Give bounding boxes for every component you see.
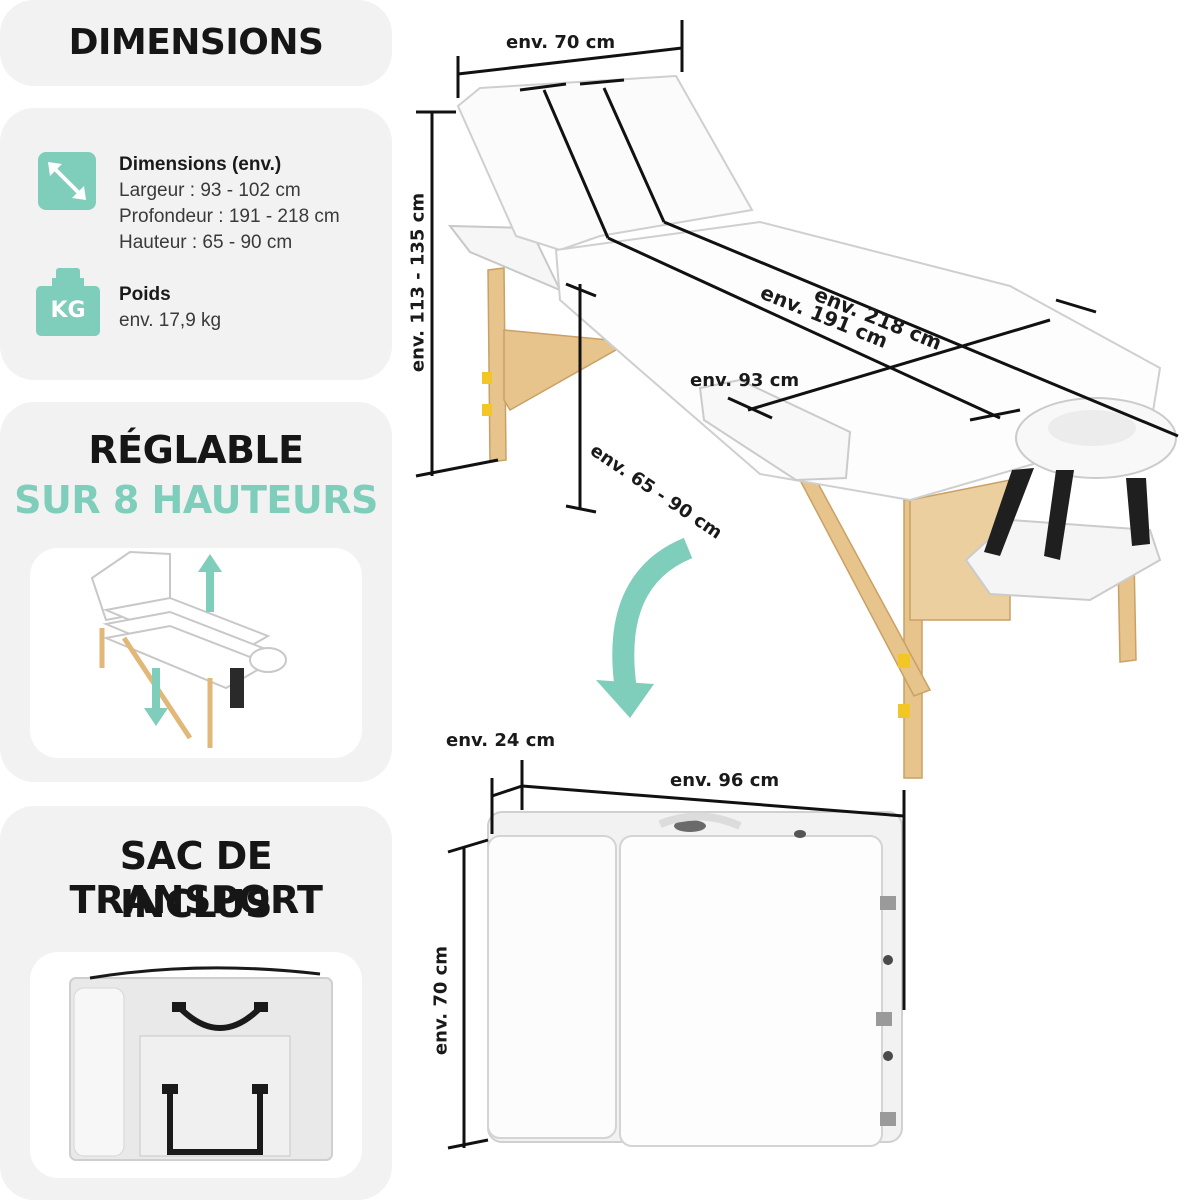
- adjustable-title: RÉGLABLE: [88, 428, 304, 472]
- dimensions-title: DIMENSIONS: [68, 22, 324, 63]
- folded-thickness-label: env. 24 cm: [446, 730, 556, 751]
- dimensions-heading: Dimensions (env.): [119, 154, 282, 175]
- width-label: env. 93 cm: [690, 370, 800, 391]
- total-height-label: env. 113 - 135 cm: [407, 192, 429, 373]
- fold-arrow-icon: [612, 537, 693, 692]
- weight-value: env. 17,9 kg: [119, 310, 222, 331]
- bag-image: [30, 952, 362, 1178]
- dimensions-spec: Dimensions (env.) Largeur : 93 - 102 cm …: [119, 152, 340, 256]
- bag-subtitle: INCLUS: [120, 882, 272, 926]
- weight-icon-label: KG: [50, 298, 86, 323]
- weight-heading: Poids: [119, 284, 171, 305]
- adjustable-subtitle: SUR 8 HAUTEURS: [14, 478, 378, 522]
- backrest-width-label: env. 70 cm: [506, 32, 616, 53]
- dimensions-title-card: DIMENSIONS: [0, 0, 392, 86]
- weight-icon: KG: [36, 268, 100, 336]
- adjustable-card: RÉGLABLE SUR 8 HAUTEURS: [0, 402, 392, 782]
- adjustable-image: [30, 548, 362, 758]
- folded-length-label: env. 96 cm: [670, 770, 780, 791]
- weight-spec: Poids env. 17,9 kg: [119, 282, 221, 334]
- folded-height-label: env. 70 cm: [430, 945, 452, 1056]
- specs-card: Dimensions (env.) Largeur : 93 - 102 cm …: [0, 108, 392, 380]
- bag-title: SAC DE TRANSPORT: [69, 834, 323, 922]
- depth-spec: Profondeur : 191 - 218 cm: [119, 206, 340, 227]
- width-spec: Largeur : 93 - 102 cm: [119, 180, 301, 201]
- resize-icon: [38, 152, 96, 210]
- height-spec: Hauteur : 65 - 90 cm: [119, 232, 293, 253]
- bag-card: SAC DE TRANSPORT INCLUS: [0, 806, 392, 1200]
